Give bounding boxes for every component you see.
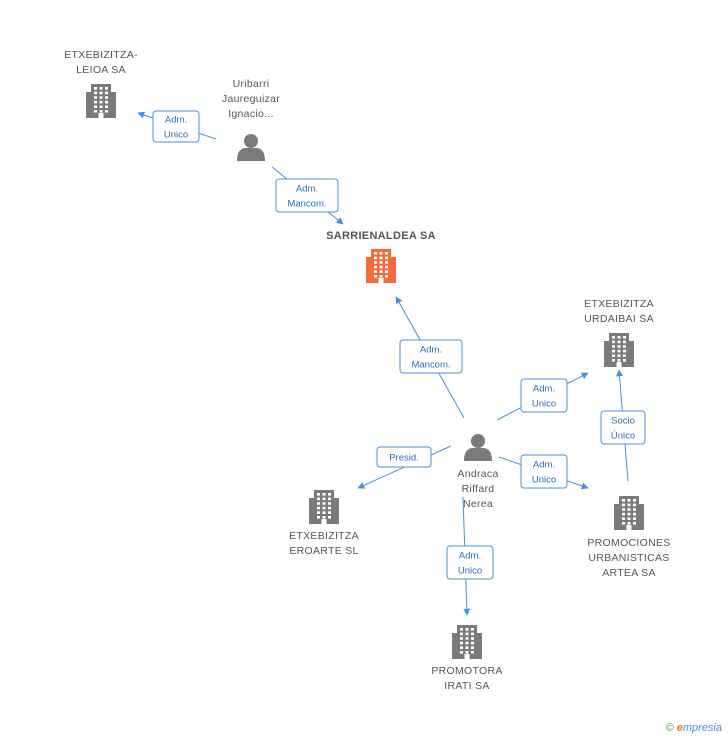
- node-etxebizitza-urdaibai[interactable]: ETXEBIZITZA URDAIBAI SA: [584, 298, 654, 367]
- building-icon: [366, 249, 396, 283]
- node-label: ARTEA SA: [602, 567, 656, 579]
- edge-label-text: Unico: [164, 130, 188, 141]
- brand-name: mpresia: [682, 722, 722, 734]
- edge-label-text: Adm.: [533, 460, 555, 471]
- edge-label-box[interactable]: [446, 545, 494, 580]
- node-etxebizitza-eroarte[interactable]: ETXEBIZITZA EROARTE SL: [289, 490, 359, 557]
- edge-andraca-to-promotora-irati: Adm. Unico: [446, 496, 494, 616]
- edge-label-box[interactable]: [275, 178, 339, 213]
- node-label: Andraca: [457, 468, 498, 480]
- building-icon: [614, 496, 644, 530]
- node-label: Nerea: [463, 498, 493, 510]
- node-etxebizitza-leioa[interactable]: ETXEBIZITZA- LEIOA SA: [64, 49, 138, 118]
- node-sarrienaldea[interactable]: SARRIENALDEA SA: [326, 230, 436, 283]
- node-promotora-irati[interactable]: PROMOTORA IRATI SA: [431, 625, 502, 692]
- node-label: LEIOA SA: [76, 64, 126, 76]
- edge-label-text: Unico: [458, 566, 482, 577]
- node-label: ETXEBIZITZA-: [64, 49, 138, 61]
- building-icon: [604, 333, 634, 367]
- copyright-icon: ©: [665, 722, 674, 734]
- edge-uribarri-to-sarrienaldea: Adm. Mancom.: [271, 166, 344, 225]
- node-label: ETXEBIZITZA: [289, 530, 359, 542]
- node-label: Ignacio...: [228, 108, 274, 120]
- node-label: PROMOTORA: [431, 665, 502, 677]
- node-label: Riffard: [462, 483, 495, 495]
- edge-label-text: Mancom.: [287, 199, 326, 210]
- building-icon: [86, 84, 116, 118]
- person-icon: [237, 134, 265, 161]
- edge-label-box[interactable]: [520, 454, 568, 489]
- edge-uribarri-to-etxebizitza-leioa: Adm. Unico: [137, 110, 217, 143]
- edges-layer: Adm.UnicoAdm.Mancom.Adm.Mancom.Adm.Unico…: [137, 110, 646, 616]
- edge-label-text: Unico: [532, 475, 556, 486]
- edge-label-text: Mancom.: [411, 360, 450, 371]
- edge-label-box[interactable]: [520, 378, 568, 413]
- node-label: SARRIENALDEA SA: [326, 230, 436, 242]
- node-label: EROARTE SL: [289, 545, 358, 557]
- node-label: Uribarri: [233, 78, 270, 90]
- node-label: URBANISTICAS: [588, 552, 669, 564]
- edge-label-text: Adm.: [459, 551, 481, 562]
- edge-label-text: Adm.: [533, 384, 555, 395]
- empresia-brand[interactable]: ©empresia: [666, 722, 722, 734]
- edge-label-text: Unico: [532, 399, 556, 410]
- node-label: ETXEBIZITZA: [584, 298, 654, 310]
- edge-label-text: Adm.: [165, 115, 187, 126]
- node-promociones-artea[interactable]: PROMOCIONES URBANISTICAS ARTEA SA: [587, 496, 670, 579]
- edge-label-box[interactable]: [152, 110, 200, 143]
- node-uribarri[interactable]: UribarriJaureguizarIgnacio...: [222, 78, 280, 161]
- brand-initial: e: [676, 722, 683, 734]
- node-label: Jaureguizar: [222, 93, 280, 105]
- edge-label-text: Socio: [611, 416, 635, 427]
- edge-andraca-to-etxebizitza-urdaibai: Adm. Unico: [496, 372, 589, 421]
- nodes-layer: SARRIENALDEA SA ETXEBIZITZA- LEIOA SA Uriba…: [64, 49, 670, 692]
- edge-label-box[interactable]: [376, 446, 432, 468]
- building-icon: [309, 490, 339, 524]
- node-label: URDAIBAI SA: [584, 313, 654, 325]
- node-label: IRATI SA: [444, 680, 489, 692]
- building-icon: [452, 625, 482, 659]
- edge-andraca-to-sarrienaldea: Adm. Mancom.: [395, 296, 465, 419]
- edge-label-box[interactable]: [399, 339, 463, 374]
- person-icon: [464, 434, 492, 461]
- edge-label-text: Único: [611, 431, 635, 442]
- edge-andraca-to-promociones-artea: Adm. Unico: [498, 454, 589, 490]
- edge-label-text: Adm.: [420, 345, 442, 356]
- edge-andraca-to-etxebizitza-eroarte: Presid.: [357, 445, 452, 489]
- node-label: PROMOCIONES: [587, 537, 670, 549]
- edge-label-text: Adm.: [296, 184, 318, 195]
- edge-label-box[interactable]: [600, 410, 646, 445]
- edge-label-text: Presid.: [389, 453, 419, 464]
